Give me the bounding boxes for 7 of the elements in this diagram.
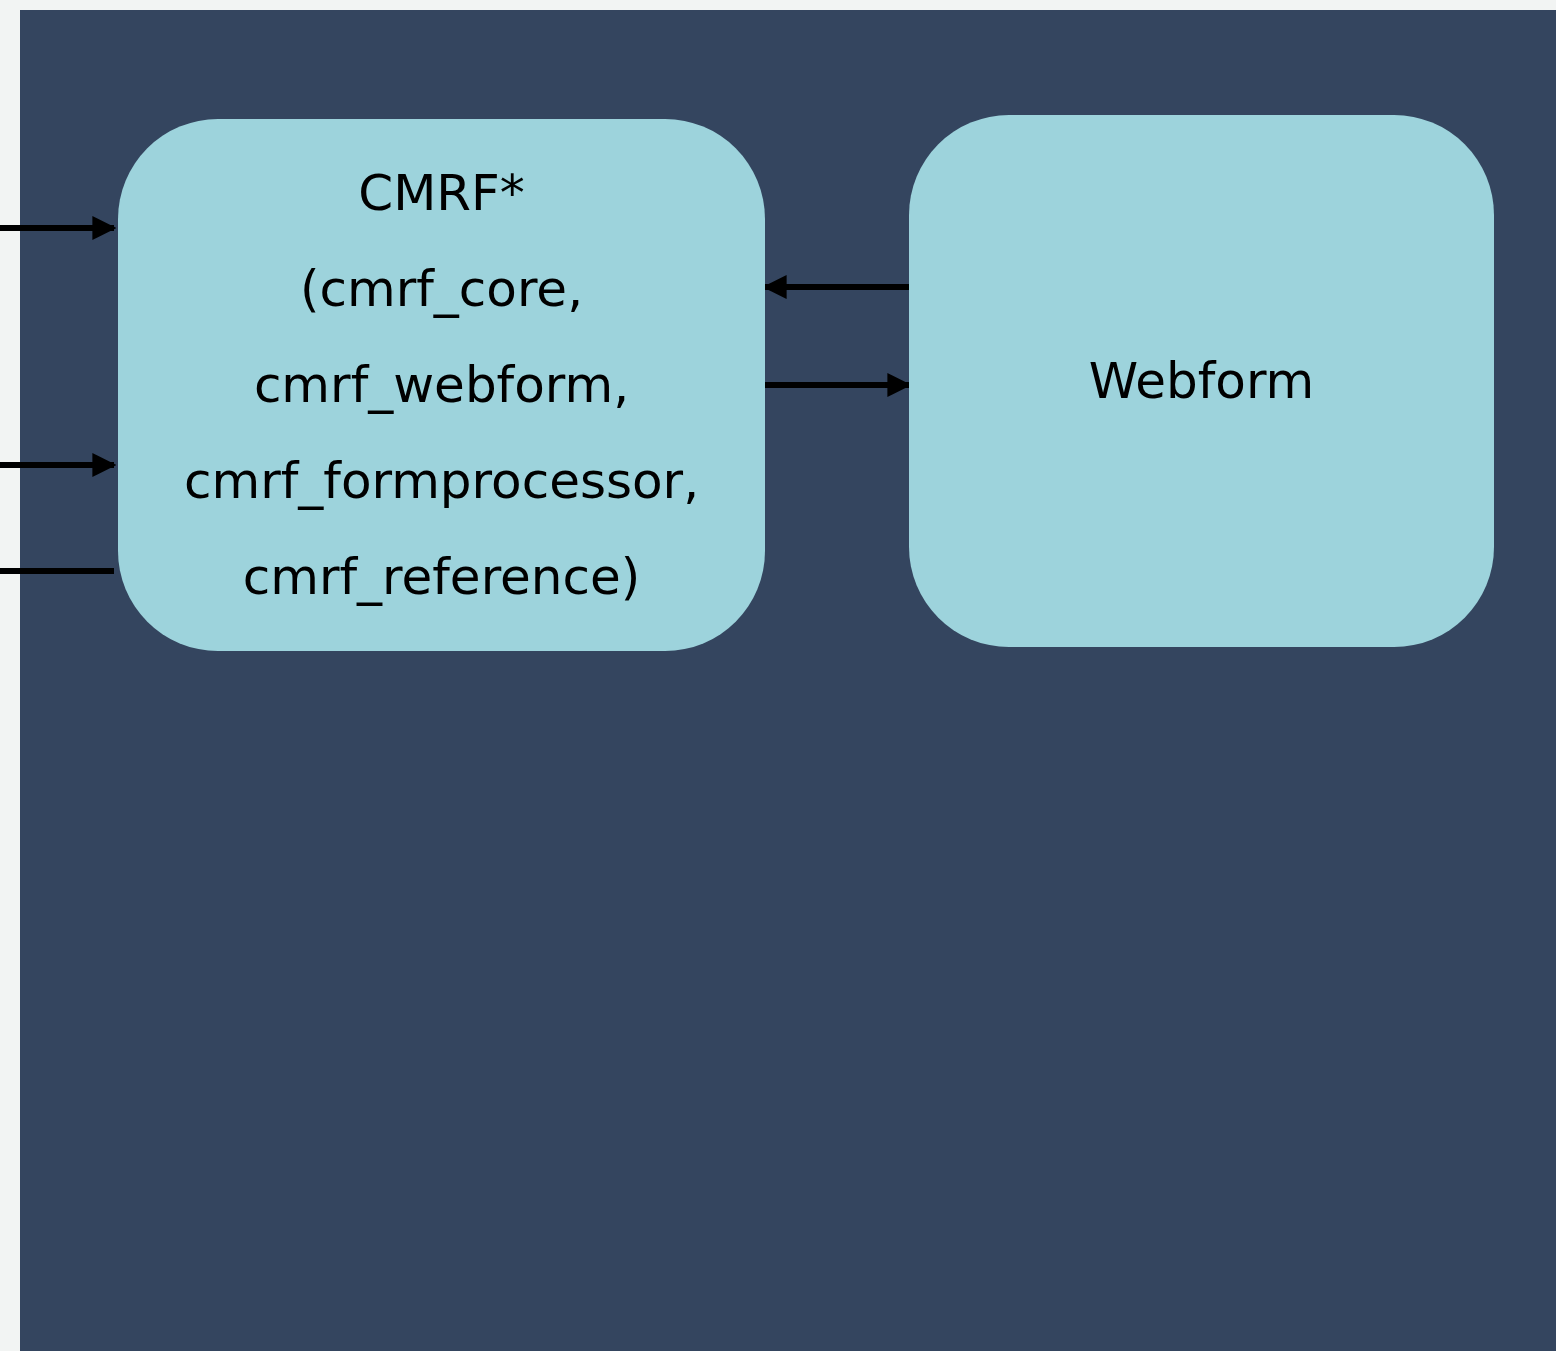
box-label: CMRF* bbox=[357, 163, 526, 224]
rounded-box bbox=[118, 119, 765, 651]
box-label: Webform bbox=[1087, 351, 1316, 412]
box-label: (cmrf_core, cmrf_webform, cmrf_formprocessor, cmrf_reference) bbox=[182, 259, 701, 608]
arrow bbox=[0, 216, 117, 240]
rounded-box bbox=[909, 115, 1494, 647]
arrow bbox=[0, 453, 117, 477]
